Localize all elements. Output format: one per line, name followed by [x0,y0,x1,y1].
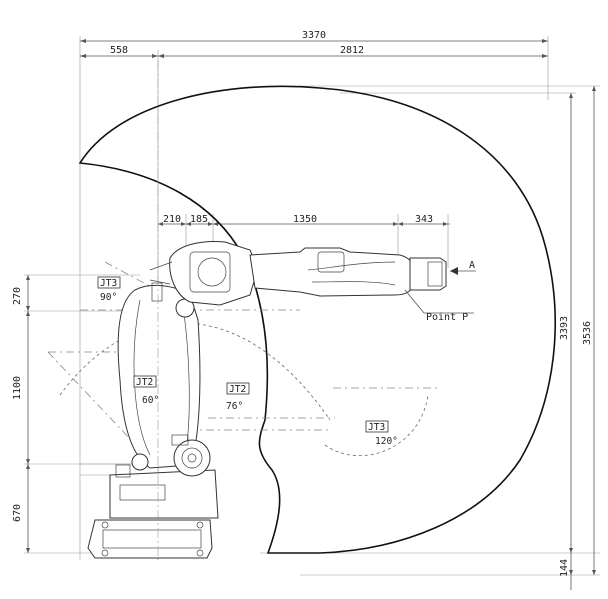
joint-2-hub [173,439,211,477]
svg-text:JT2: JT2 [136,377,153,388]
dim-210: 210 [163,214,181,225]
jt2-left-label: JT2 60° [133,375,159,406]
dim-1350: 1350 [293,214,317,225]
dim-144: 144 [559,559,570,577]
jt2-left-angle: 60° [142,395,159,406]
dim-rear-offset: 558 [110,45,128,56]
dim-3393: 3393 [559,316,570,340]
dim-total-width: 3370 [302,30,326,41]
working-envelope [78,85,556,554]
jt3-bottom-label: JT3 120° [365,420,398,447]
dim-270: 270 [12,287,23,305]
point-p-label: Point P [426,312,468,323]
arm-dimensions: 210 185 1350 343 [158,214,450,268]
view-a-arrow: A [450,260,476,275]
dim-670: 670 [12,504,23,522]
dim-343: 343 [415,214,433,225]
dim-185: 185 [190,214,208,225]
jt2-right-label: JT2 76° [226,382,250,412]
svg-text:JT3: JT3 [100,278,117,289]
right-dimensions: 3393 3536 144 [260,85,600,590]
dim-1100: 1100 [12,376,23,400]
jt2-right-angle: 76° [226,401,243,412]
dim-front-reach: 2812 [340,45,364,56]
jt3-top-angle: 90° [100,292,117,303]
dim-3536: 3536 [582,321,593,345]
svg-text:JT3: JT3 [368,422,385,433]
robot-base [87,519,213,559]
svg-text:JT2: JT2 [229,384,246,395]
jt3-top-label: JT3 90° [97,276,121,303]
jt3-bottom-angle: 120° [375,436,398,447]
robot-upper-housing [169,241,259,306]
robot [87,241,447,559]
point-p-callout: Point P [404,289,474,323]
view-a-label: A [469,260,475,271]
